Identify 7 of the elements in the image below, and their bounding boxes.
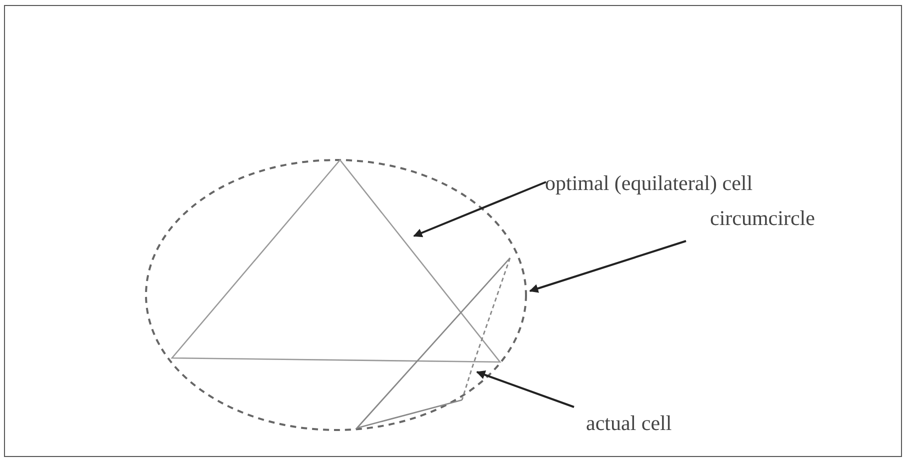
leader-arrow [413,181,546,238]
leader-arrow [476,370,574,408]
dashed-circumcircle [143,157,529,433]
leader-arrow [529,240,686,293]
callout-label: circumcircle [710,207,815,230]
callout-label: actual cell [586,412,672,436]
callout-label: optimal (equilateral) cell [545,172,753,196]
